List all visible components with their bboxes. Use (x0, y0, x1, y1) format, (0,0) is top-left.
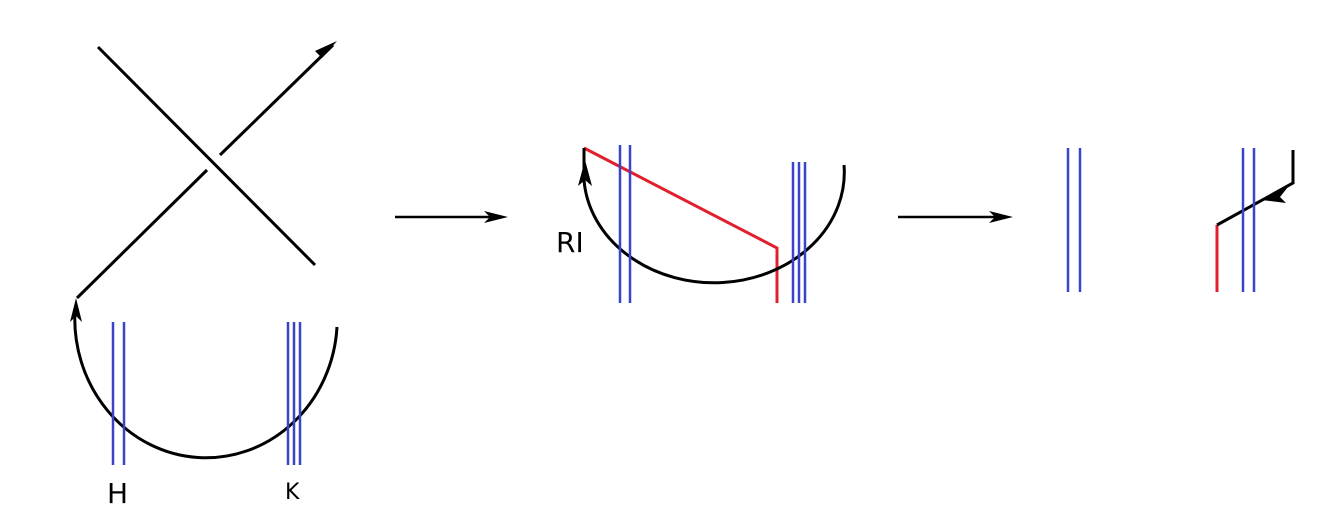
crossing-understrand-upper (218, 43, 335, 157)
arrow-head-arc (70, 298, 82, 322)
panel-1: H K (70, 41, 339, 510)
label-RI: RI (556, 226, 584, 259)
strand-arc-panel-2 (582, 164, 846, 285)
strand-arc (73, 309, 339, 460)
transition-arrow-2-head (989, 211, 1013, 223)
transition-arrow-1-head (484, 211, 508, 223)
arrow-head-top-right (315, 41, 337, 58)
panel-3 (1066, 148, 1295, 292)
label-H: H (107, 477, 128, 510)
arrow-head-panel-3 (1262, 187, 1288, 203)
label-K: K (285, 480, 300, 505)
crossing-understrand-lower (75, 168, 209, 300)
crossing-overstrand (96, 45, 317, 267)
arrow-head-panel-2 (578, 160, 592, 186)
panel-2: RI (556, 145, 846, 303)
red-strand-panel-2 (583, 146, 779, 303)
